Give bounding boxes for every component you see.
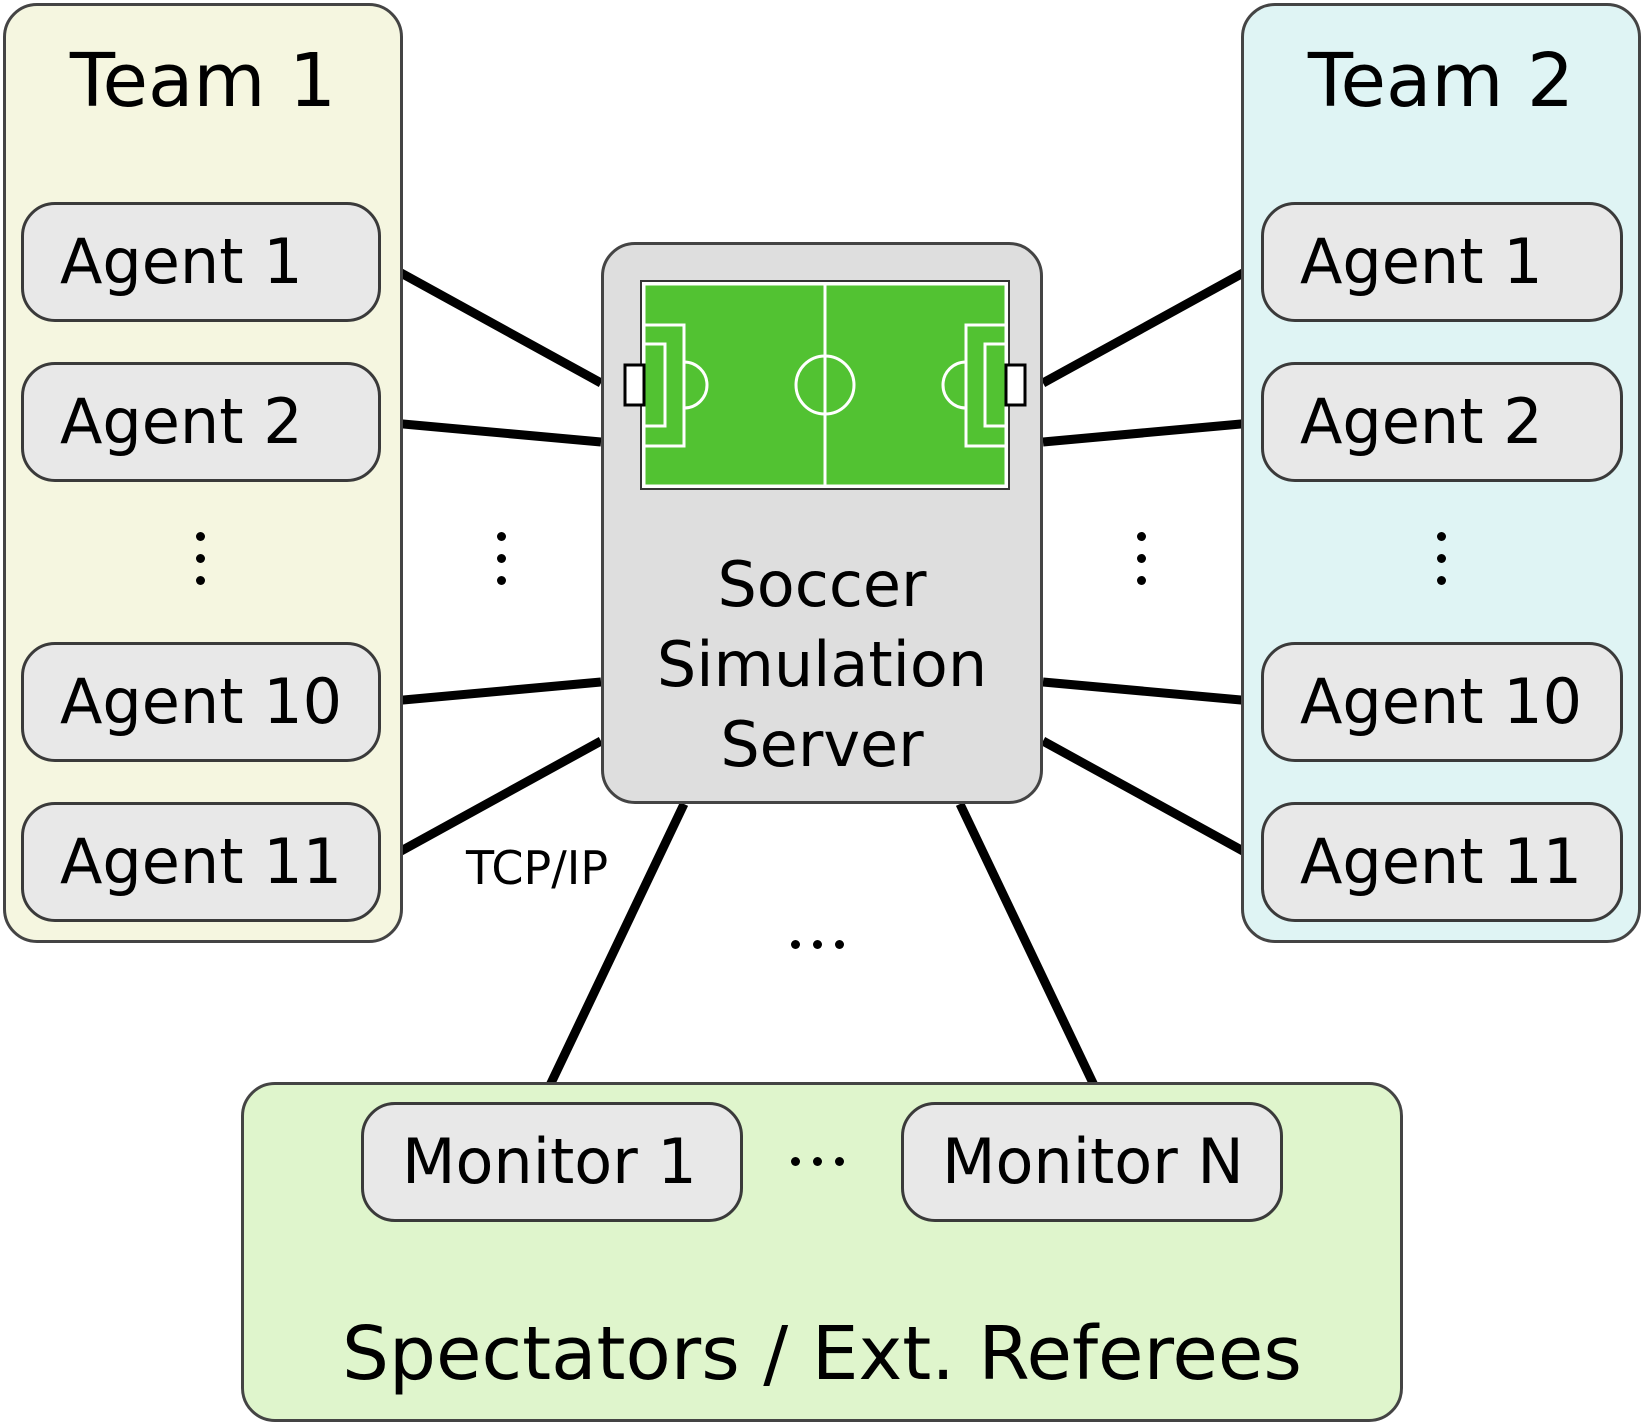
team2-agent-2[interactable]: Agent 2 [1261, 362, 1623, 482]
agent-label: Agent 1 [1300, 225, 1543, 298]
wire-team2-agent1 [1040, 258, 1266, 387]
agent-label: Agent 11 [60, 825, 343, 898]
wire-monitor1 [537, 802, 689, 1104]
middle-horizontal-ellipsis-icon [791, 940, 844, 949]
server-label-line: Soccer [717, 548, 927, 621]
server-label-line: Server [720, 708, 924, 781]
right-wires-ellipsis-icon [1121, 532, 1161, 598]
monitor-label: Monitor N [942, 1125, 1244, 1198]
soccer-simulation-server[interactable]: Soccer Simulation Server [601, 242, 1043, 804]
team2-agent-11[interactable]: Agent 11 [1261, 802, 1623, 922]
monitors-horizontal-ellipsis-icon [791, 1157, 844, 1166]
team1-agent-11[interactable]: Agent 11 [21, 802, 381, 922]
soccer-field-icon [623, 280, 1027, 490]
monitor-1[interactable]: Monitor 1 [361, 1102, 743, 1222]
agent-label: Agent 11 [1300, 825, 1583, 898]
agent-label: Agent 10 [1300, 665, 1583, 738]
wire-team1-agent10 [380, 677, 602, 707]
team2-agent-10[interactable]: Agent 10 [1261, 642, 1623, 762]
wire-monitorN [955, 802, 1107, 1104]
monitor-n[interactable]: Monitor N [901, 1102, 1283, 1222]
team1-agent-10[interactable]: Agent 10 [21, 642, 381, 762]
team2-vertical-ellipsis-icon [1421, 532, 1461, 598]
team1-agent-1[interactable]: Agent 1 [21, 202, 381, 322]
team1-vertical-ellipsis-icon [180, 532, 220, 598]
wire-team1-agent2 [380, 417, 602, 447]
team2-agent-1[interactable]: Agent 1 [1261, 202, 1623, 322]
left-wires-ellipsis-icon [481, 532, 521, 598]
wire-team1-agent1 [378, 258, 604, 387]
monitor-label: Monitor 1 [402, 1125, 697, 1198]
agent-label: Agent 1 [60, 225, 303, 298]
wire-team2-agent2 [1042, 417, 1264, 447]
tcp-ip-label: TCP/IP [466, 841, 609, 895]
wire-team2-agent11 [1040, 737, 1266, 866]
wire-team1-agent11 [378, 737, 604, 866]
team2-title: Team 2 [1307, 38, 1575, 124]
agent-label: Agent 10 [60, 665, 343, 738]
spectators-title: Spectators / Ext. Referees [342, 1311, 1302, 1397]
agent-label: Agent 2 [60, 385, 303, 458]
agent-label: Agent 2 [1300, 385, 1543, 458]
team1-agent-2[interactable]: Agent 2 [21, 362, 381, 482]
wire-team2-agent10 [1042, 677, 1264, 707]
team1-title: Team 1 [69, 38, 337, 124]
server-label-line: Simulation [656, 628, 988, 701]
server-label: Soccer Simulation Server [604, 545, 1040, 785]
